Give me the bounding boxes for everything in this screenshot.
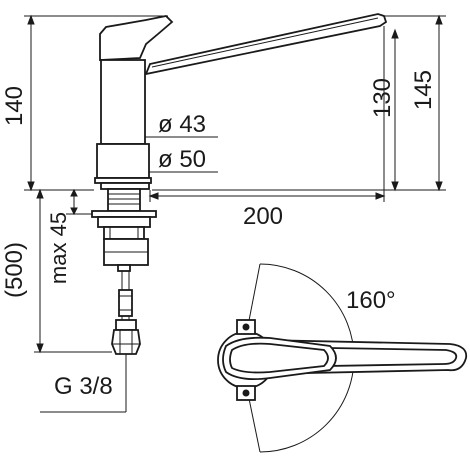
mounting-nut bbox=[97, 216, 151, 228]
dim-label-swivel-angle: 160° bbox=[346, 287, 396, 314]
dim-label-140: 140 bbox=[1, 86, 28, 126]
arrowhead bbox=[391, 181, 399, 192]
dim-label-200: 200 bbox=[243, 203, 283, 230]
arrowhead bbox=[36, 188, 44, 199]
top-view-lug-top-hole bbox=[242, 323, 250, 331]
arrowhead bbox=[375, 192, 386, 200]
top-view-spout-inner bbox=[269, 346, 458, 368]
lever-edge-line bbox=[139, 43, 147, 59]
faucet-lower-body bbox=[96, 143, 150, 179]
faucet-upper-body bbox=[100, 59, 146, 145]
arrowhead bbox=[70, 207, 78, 216]
arrowhead bbox=[36, 343, 44, 354]
dim-label-145: 145 bbox=[410, 70, 437, 110]
arrowhead bbox=[27, 14, 35, 25]
dim-label-diameter-50: ø 50 bbox=[158, 146, 206, 173]
spout-edge-line bbox=[151, 17, 379, 68]
top-view-lug-bottom-hole bbox=[242, 389, 250, 397]
dim-label-500: (500) bbox=[1, 242, 28, 298]
hose-end-nut bbox=[111, 329, 141, 355]
hose-ferrule bbox=[118, 289, 133, 317]
dimension-lines bbox=[24, 14, 446, 413]
arrowhead bbox=[391, 28, 399, 39]
faucet-lever-handle bbox=[99, 15, 174, 61]
top-view-lever-inner bbox=[229, 342, 329, 374]
faucet-spout bbox=[144, 13, 388, 76]
mounting-shank bbox=[107, 188, 141, 212]
dimension-labels: 140 (500) max 45 130 145 ø 43 ø 50 200 G… bbox=[1, 70, 437, 400]
dim-label-max45: max 45 bbox=[46, 212, 71, 284]
dim-label-thread: G 3/8 bbox=[54, 373, 113, 400]
dim-label-130: 130 bbox=[369, 78, 396, 118]
dim-label-diameter-43: ø 43 bbox=[158, 111, 206, 138]
arrowhead bbox=[148, 192, 159, 200]
side-view bbox=[91, 13, 388, 355]
arrowhead bbox=[435, 14, 443, 25]
mounting-stub-end bbox=[117, 264, 131, 272]
hose-connector bbox=[115, 319, 137, 331]
arrowhead bbox=[27, 181, 35, 192]
arrowhead bbox=[70, 188, 78, 197]
top-view bbox=[217, 263, 468, 453]
arrowhead bbox=[435, 181, 443, 192]
